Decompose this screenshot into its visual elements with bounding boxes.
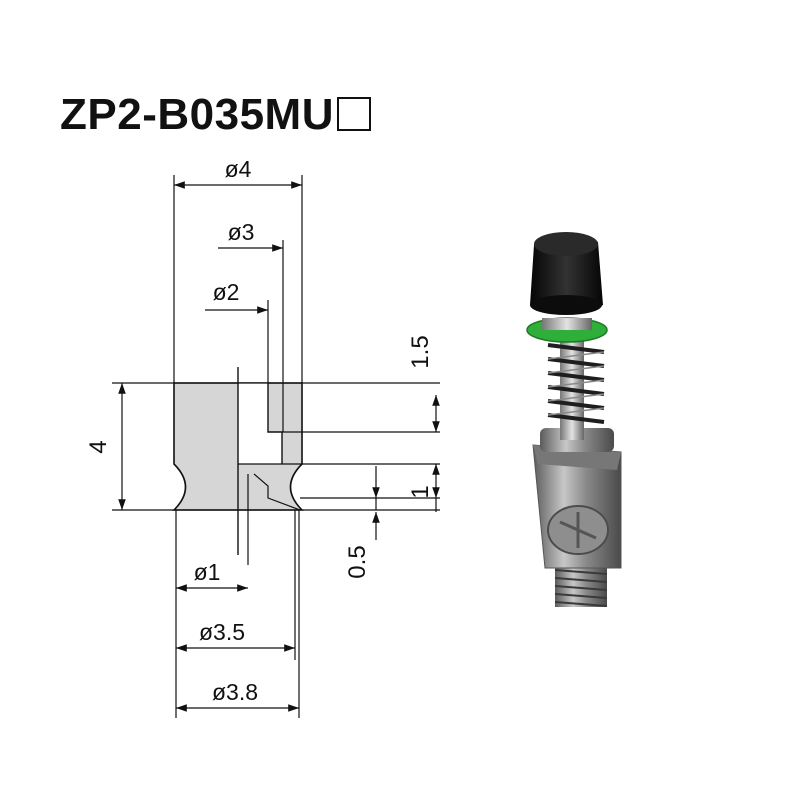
dim-h15: 1.5 (407, 335, 434, 368)
dim-h1: 1 (407, 485, 434, 498)
dim-h4: 4 (85, 440, 112, 453)
dim-h05: 0.5 (344, 545, 371, 578)
product-code-text: ZP2-B035MU (60, 90, 334, 139)
dim-d35: ø3.5 (199, 619, 245, 645)
dim-d1: ø1 (194, 559, 221, 585)
dim-d4: ø4 (225, 156, 252, 182)
dim-d3: ø3 (228, 219, 255, 245)
suction-pad-section (172, 367, 304, 565)
dim-lines (112, 175, 440, 718)
dim-d38: ø3.8 (212, 679, 258, 705)
product-code-title: ZP2-B035MU (60, 90, 371, 140)
dim-d2: ø2 (213, 279, 240, 305)
option-box-symbol (336, 97, 371, 131)
vacuum-pad-photo (526, 232, 622, 607)
